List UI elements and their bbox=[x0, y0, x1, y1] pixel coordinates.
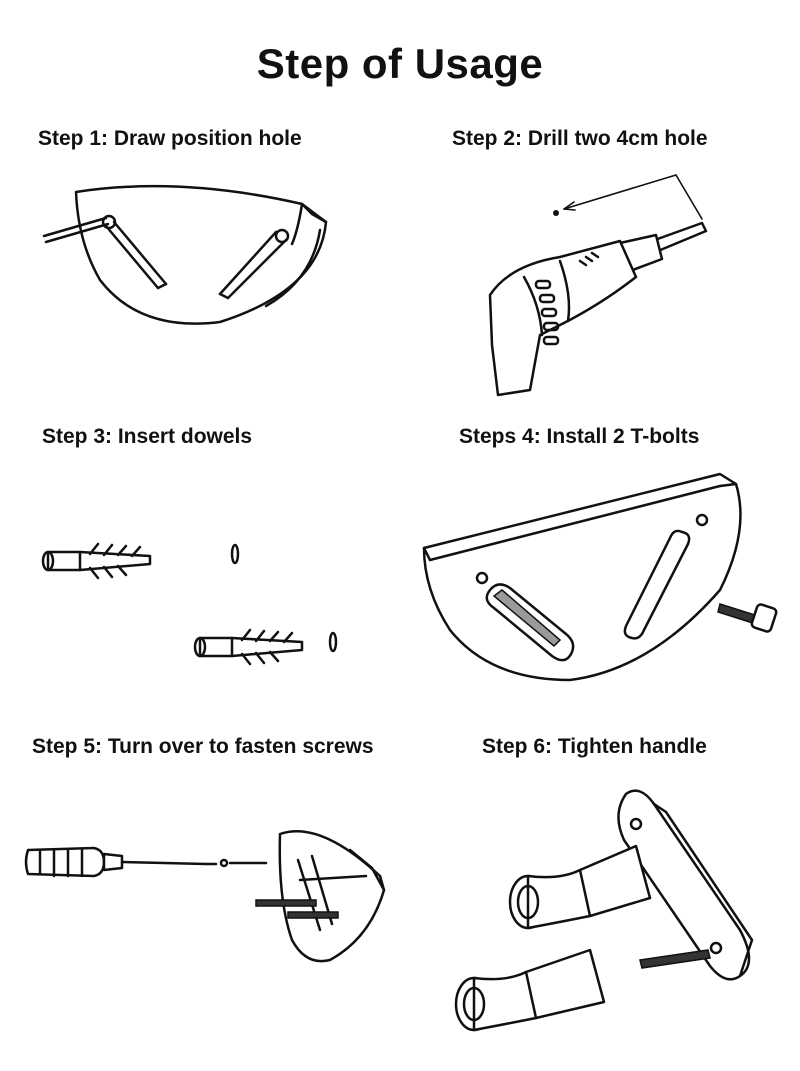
screwdriver-and-bracket-icon bbox=[20, 820, 390, 970]
hole-2 bbox=[328, 631, 338, 653]
handles-on-plate-icon bbox=[440, 780, 790, 1060]
step-5-label: Step 5: Turn over to fasten screws bbox=[32, 735, 374, 758]
dowel-1 bbox=[41, 542, 152, 580]
bracket-with-pencils-icon bbox=[30, 170, 340, 340]
step-3-label: Step 3: Insert dowels bbox=[42, 425, 253, 448]
wall-dowels-icon bbox=[40, 530, 350, 680]
power-drill-icon bbox=[480, 165, 730, 400]
step-2-label: Step 2: Drill two 4cm hole bbox=[452, 127, 708, 150]
step-1-label: Step 1: Draw position hole bbox=[38, 127, 302, 150]
page-title: Step of Usage bbox=[256, 40, 544, 87]
hole-1 bbox=[230, 543, 240, 565]
step-6-label: Step 6: Tighten handle bbox=[482, 735, 707, 758]
step-4-label: Steps 4: Install 2 T-bolts bbox=[459, 425, 700, 448]
bracket-with-t-bolt-icon bbox=[420, 470, 790, 690]
dowel-2 bbox=[193, 628, 304, 666]
